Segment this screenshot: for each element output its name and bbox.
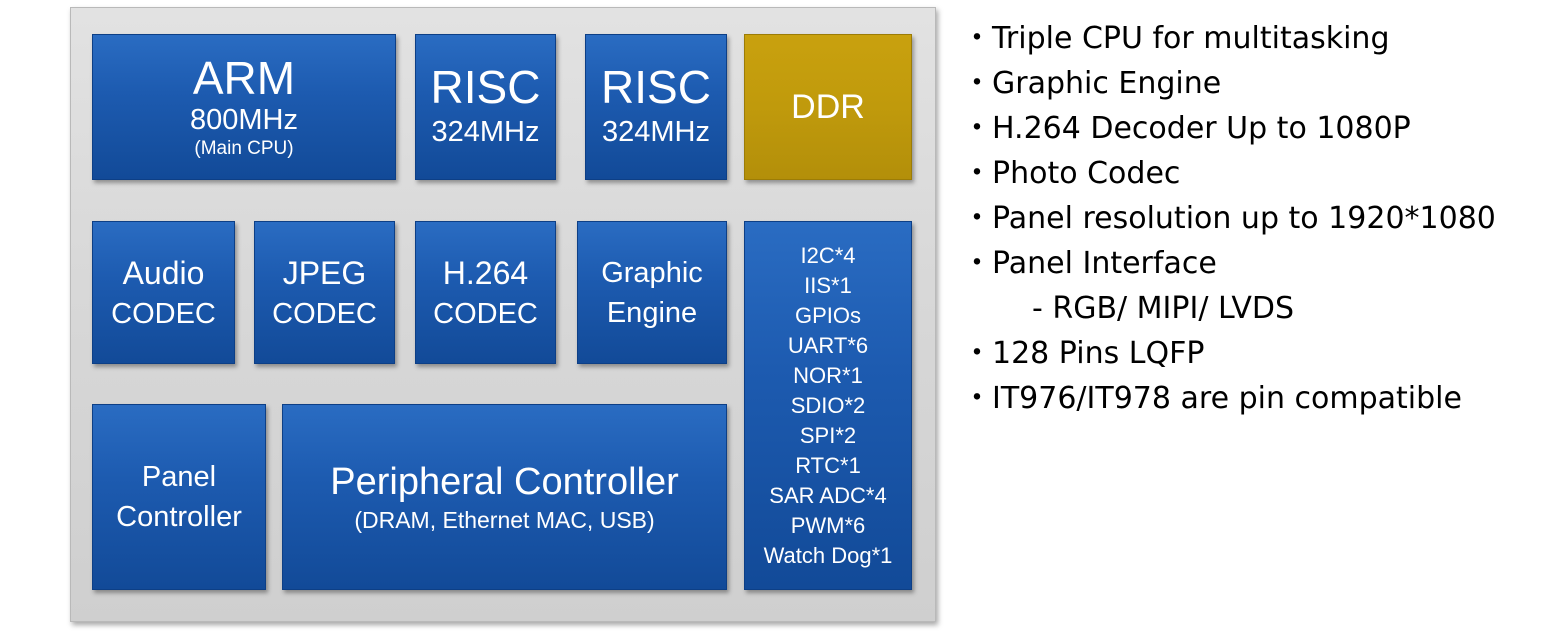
io-item: RTC*1	[795, 453, 861, 478]
feature-item: ・Graphic Engine	[962, 61, 1496, 106]
h264-line2: CODEC	[433, 297, 538, 330]
peripheral-note: (DRAM, Ethernet MAC, USB)	[354, 507, 655, 533]
arm-title: ARM	[192, 52, 296, 104]
audio-codec-block: Audio CODEC	[92, 221, 235, 364]
io-item: PWM*6	[790, 513, 866, 538]
peripheral-controller-block: Peripheral Controller (DRAM, Ethernet MA…	[282, 404, 727, 590]
io-item: Watch Dog*1	[763, 543, 893, 568]
arm-note: (Main CPU)	[194, 138, 294, 159]
graphic-line2: Engine	[606, 296, 698, 329]
audio-line1: Audio	[122, 254, 205, 291]
io-item: IIS*1	[804, 273, 852, 298]
bullet-icon: ・	[962, 336, 992, 371]
bullet-icon: ・	[962, 381, 992, 416]
arm-freq: 800MHz	[190, 104, 298, 136]
panel-line1: Panel	[141, 461, 217, 493]
risc1-freq: 324MHz	[431, 116, 540, 148]
jpeg-line1: JPEG	[282, 254, 367, 291]
bullet-icon: ・	[962, 246, 992, 281]
io-item: SDIO*2	[790, 393, 866, 418]
bullet-icon: ・	[962, 156, 992, 191]
feature-item: ・Triple CPU for multitasking	[962, 16, 1496, 61]
feature-item: ・H.264 Decoder Up to 1080P	[962, 106, 1496, 151]
feature-item: ・Panel resolution up to 1920*1080	[962, 196, 1496, 241]
io-item: I2C*4	[800, 243, 856, 268]
risc2-freq: 324MHz	[602, 116, 710, 148]
feature-list: ・Triple CPU for multitasking ・Graphic En…	[962, 16, 1496, 421]
feature-text: 128 Pins LQFP	[992, 336, 1205, 371]
graphic-engine-block: Graphic Engine	[577, 221, 727, 364]
peripheral-title: Peripheral Controller	[330, 461, 679, 503]
risc-cpu-1-block: RISC 324MHz	[415, 34, 556, 180]
ddr-title: DDR	[791, 88, 865, 126]
feature-item: ・128 Pins LQFP	[962, 331, 1496, 376]
h264-codec-block: H.264 CODEC	[415, 221, 556, 364]
io-item: GPIOs	[794, 303, 861, 328]
feature-text: H.264 Decoder Up to 1080P	[992, 111, 1411, 146]
io-item: SAR ADC*4	[769, 483, 887, 508]
feature-sub-text: - RGB/ MIPI/ LVDS	[1032, 291, 1295, 326]
arm-cpu-block: ARM 800MHz (Main CPU)	[92, 34, 396, 180]
feature-item: ・Panel Interface	[962, 241, 1496, 286]
risc2-title: RISC	[601, 61, 711, 113]
io-item: UART*6	[787, 333, 869, 358]
feature-text: Panel resolution up to 1920*1080	[992, 201, 1496, 236]
audio-line2: CODEC	[111, 297, 216, 330]
ddr-block: DDR	[744, 34, 912, 180]
bullet-icon: ・	[962, 111, 992, 146]
h264-line1: H.264	[442, 254, 529, 291]
io-item: NOR*1	[793, 363, 863, 388]
feature-sub-item: - RGB/ MIPI/ LVDS	[962, 286, 1496, 331]
panel-line2: Controller	[116, 501, 242, 533]
feature-item: ・IT976/IT978 are pin compatible	[962, 376, 1496, 421]
feature-text: Photo Codec	[992, 156, 1181, 191]
risc-cpu-2-block: RISC 324MHz	[585, 34, 727, 180]
feature-item: ・Photo Codec	[962, 151, 1496, 196]
io-peripherals-block: I2C*4 IIS*1 GPIOs UART*6 NOR*1 SDIO*2 SP…	[744, 221, 912, 590]
graphic-line1: Graphic	[601, 256, 703, 289]
jpeg-codec-block: JPEG CODEC	[254, 221, 395, 364]
bullet-icon: ・	[962, 66, 992, 101]
chip-diagram: ARM 800MHz (Main CPU) RISC 324MHz RISC 3…	[70, 7, 936, 622]
feature-text: Graphic Engine	[992, 66, 1222, 101]
feature-text: Panel Interface	[992, 246, 1217, 281]
io-item: SPI*2	[799, 423, 857, 448]
jpeg-line2: CODEC	[272, 297, 377, 330]
feature-text: Triple CPU for multitasking	[992, 21, 1390, 56]
feature-text: IT976/IT978 are pin compatible	[992, 381, 1462, 416]
risc1-title: RISC	[430, 61, 541, 113]
bullet-icon: ・	[962, 21, 992, 56]
panel-controller-block: Panel Controller	[92, 404, 266, 590]
bullet-icon: ・	[962, 201, 992, 236]
